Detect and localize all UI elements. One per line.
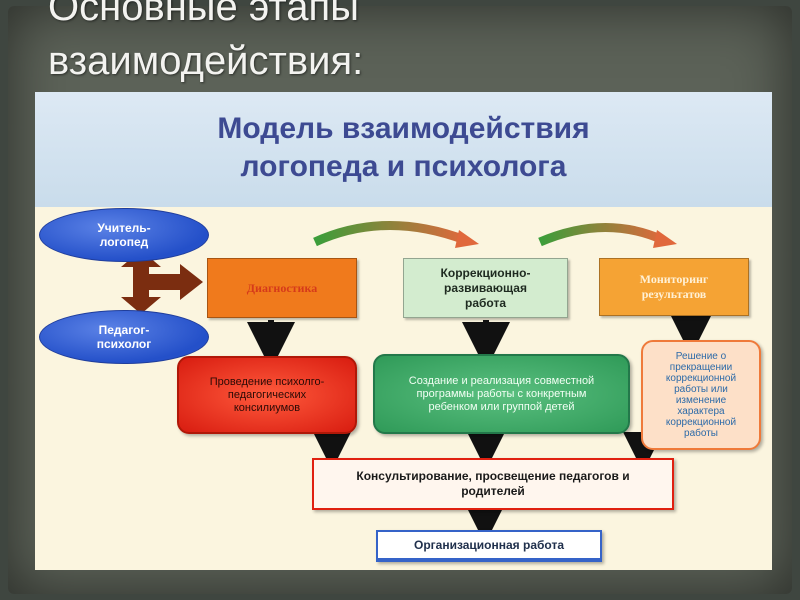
action-consilium: Проведение психолго- педагогических конс…: [177, 356, 357, 434]
stage-correction-line-2: развивающая: [444, 280, 527, 295]
stage-correction-line-3: работа: [465, 295, 506, 310]
action-decision-line-3: коррекционной: [665, 373, 737, 384]
action-consilium-line-2: педагогических: [227, 388, 307, 401]
curved-arrow-head-1: [455, 230, 479, 248]
action-decision-line-6: характера: [677, 406, 725, 417]
stage-monitoring-line-1: Мониторинг: [639, 272, 709, 286]
stage-diagnostics: Диагностика: [207, 258, 357, 318]
connector-arrows: [121, 221, 715, 544]
stage-correction-line-1: Коррекционно-: [440, 265, 531, 280]
curved-arrow-head-2: [653, 230, 677, 248]
action-decision-line-4: работы или: [674, 384, 728, 395]
diagram-header-band: [35, 92, 772, 207]
brown-double-arrow-vertical: [121, 250, 161, 314]
slide-title-line-2: взаимодействия:: [48, 39, 364, 83]
actor-psychologist-line-1: Педагог-: [98, 323, 150, 337]
actor-psychologist-line-2: психолог: [96, 337, 152, 351]
actor-psychologist: Педагог- психолог: [39, 310, 209, 364]
stage-correction: Коррекционно- развивающая работа: [403, 258, 568, 318]
action-joint-program-line-3: ребенком или группой детей: [428, 400, 575, 413]
action-decision-line-7: коррекционной: [665, 417, 737, 428]
diagram-title: Модель взаимодействия логопеда и психоло…: [35, 110, 772, 186]
action-decision-line-2: прекращении: [669, 362, 733, 373]
consultation-box: Консультирование, просвещение педагогов …: [312, 458, 674, 510]
curved-arrow-diagnostics-to-correction: [313, 221, 467, 247]
slide-title: Основные этапы взаимодействия:: [48, 0, 748, 88]
action-joint-program-line-1: Создание и реализация совместной: [408, 374, 595, 387]
consultation-line-2: родителей: [461, 484, 525, 498]
actor-speech-therapist-line-2: логопед: [99, 235, 149, 249]
organizational-work-box: Организационная работа: [376, 530, 602, 562]
stage-diagnostics-label: Диагностика: [246, 280, 318, 295]
action-decision-line-5: изменение: [675, 395, 727, 406]
diagram-panel: Модель взаимодействия логопеда и психоло…: [35, 92, 772, 570]
slide-title-line-1: Основные этапы: [48, 0, 359, 29]
consultation-line-1: Консультирование, просвещение педагогов …: [356, 469, 630, 483]
action-joint-program-line-2: программы работы с конкретным: [416, 387, 587, 400]
action-joint-program: Создание и реализация совместной програм…: [373, 354, 630, 434]
actor-speech-therapist: Учитель- логопед: [39, 208, 209, 262]
action-consilium-line-1: Проведение психолго-: [209, 375, 325, 388]
brown-arrow-to-diagnostics: [149, 264, 203, 300]
action-decision-line-1: Решение о: [675, 351, 727, 362]
curved-arrow-correction-to-monitoring: [538, 223, 665, 247]
stage-monitoring: Мониторинг результатов: [599, 258, 749, 316]
diagram-title-line-2: логопеда и психолога: [240, 150, 567, 183]
actor-speech-therapist-line-1: Учитель-: [97, 221, 151, 235]
diagram-title-line-1: Модель взаимодействия: [217, 112, 590, 145]
action-consilium-line-3: консилиумов: [233, 401, 301, 414]
action-decision-line-8: работы: [684, 428, 718, 439]
organizational-work-label: Организационная работа: [413, 537, 565, 552]
stage-monitoring-line-2: результатов: [641, 287, 707, 301]
action-decision: Решение о прекращении коррекционной рабо…: [641, 340, 761, 450]
